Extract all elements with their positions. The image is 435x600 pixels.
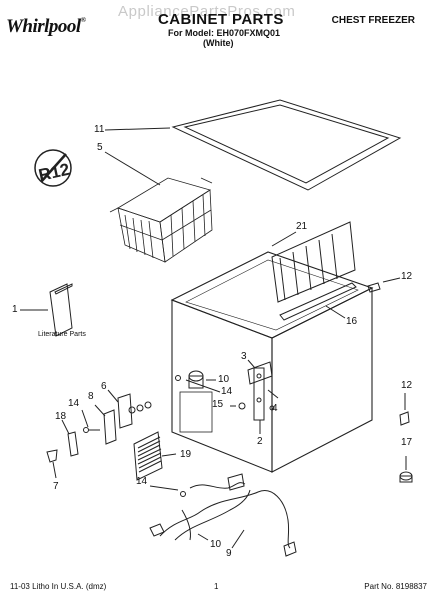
- callout-17: 17: [401, 437, 413, 448]
- r12-badge: [34, 149, 72, 187]
- callout-10-bottom: 10: [210, 539, 222, 550]
- callout-14-left: 14: [68, 398, 80, 409]
- callout-14-bottom: 14: [136, 476, 148, 487]
- callout-9: 9: [226, 548, 232, 559]
- product-type: CHEST FREEZER: [331, 15, 415, 26]
- wiring-harness: [149, 473, 297, 557]
- watermark: AppliancePartsPros.com: [118, 3, 296, 20]
- footer-page: 1: [214, 582, 219, 591]
- callout-2: 2: [257, 436, 263, 447]
- footer-litho: 11-03 Litho In U.S.A. (dmz): [10, 582, 107, 591]
- page-title: CABINET PARTS: [158, 11, 284, 28]
- model-line: For Model: EH070FXMQ01: [168, 28, 281, 38]
- callout-15: 15: [212, 399, 224, 410]
- callout-16: 16: [346, 316, 358, 327]
- brand-logo: Whirlpool®: [6, 16, 86, 37]
- footer-part-no: Part No. 8198837: [364, 582, 427, 591]
- callout-19: 19: [180, 449, 192, 460]
- callout-3: 3: [241, 351, 247, 362]
- vent-grille: [133, 431, 163, 481]
- callout-7: 7: [53, 481, 59, 492]
- color-line: (White): [203, 38, 234, 48]
- literature-label: Literature Parts: [38, 331, 86, 338]
- lid-gasket: [171, 99, 402, 191]
- wire-basket: [109, 177, 213, 263]
- callout-6: 6: [101, 381, 107, 392]
- callout-18: 18: [55, 411, 67, 422]
- basket-divider: [271, 221, 356, 303]
- callout-4: 4: [272, 403, 278, 414]
- temperature-control: [188, 370, 204, 389]
- callout-1: 1: [12, 304, 18, 315]
- lid-hinge: [247, 361, 275, 421]
- callout-14-top: 14: [221, 386, 233, 397]
- callout-5: 5: [97, 142, 103, 153]
- callout-21: 21: [296, 221, 308, 232]
- callout-8: 8: [88, 391, 94, 402]
- callout-11: 11: [94, 124, 105, 135]
- freezer-cabinet: [170, 251, 374, 473]
- callout-12-top: 12: [401, 271, 413, 282]
- callout-12-bottom: 12: [401, 380, 413, 391]
- callout-10-top: 10: [218, 374, 230, 385]
